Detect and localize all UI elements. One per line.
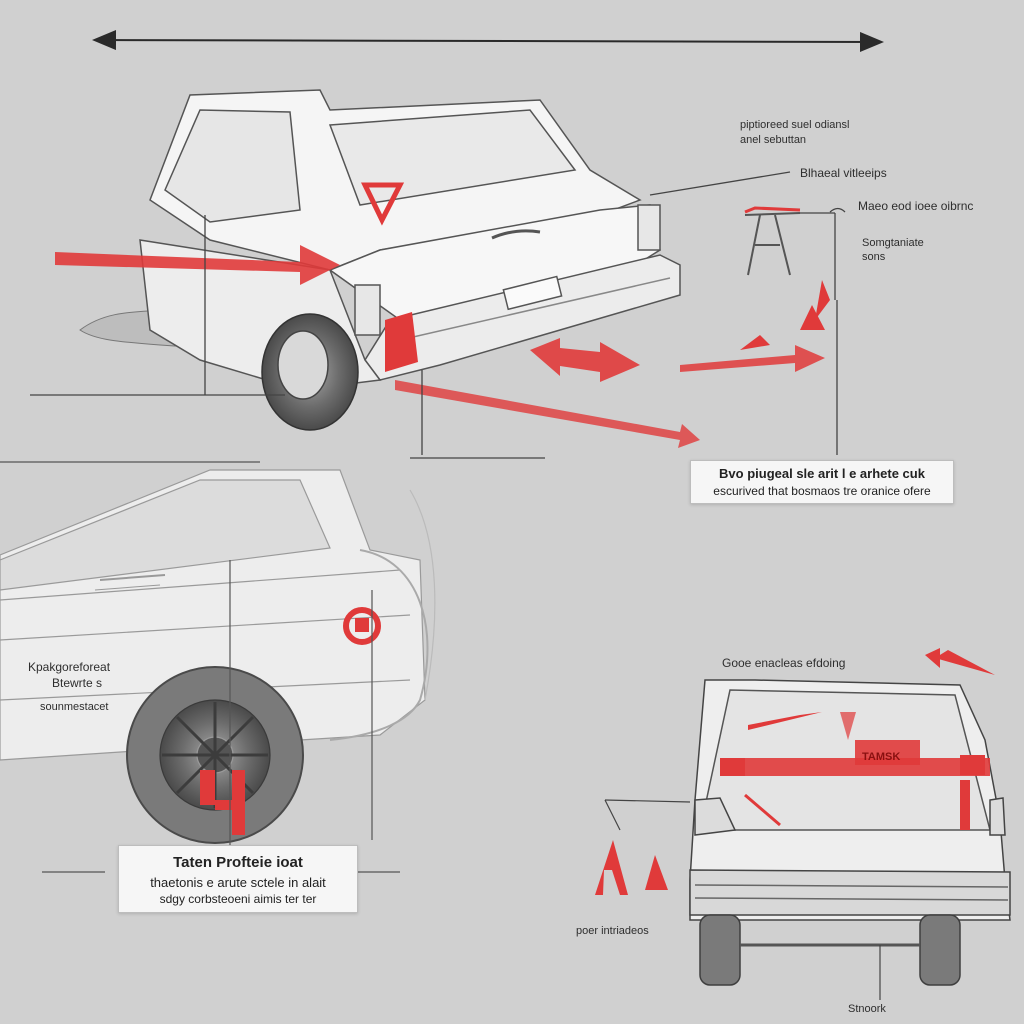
spec-label-2: sons [862,251,886,263]
brand-label: Blhaeal vitleeips [800,166,887,180]
top-leader-lines [30,171,846,459]
bottom-callout-line-2: sdgy corbsteoeni aimis ter ter [159,892,317,906]
top-dimension-line [92,30,884,52]
jack-stand [744,206,801,276]
nose-label: Maeo eod ioee oibrnc [858,199,974,213]
rear-label: Gooe enacleas efdoing [722,656,846,670]
rear-leader-lines [604,799,881,1000]
bottom-callout-title: Taten Profteie ioat [173,854,303,871]
left-label-3: sounmestacet [40,701,109,713]
window-sign: TAMSK [862,751,901,763]
left-label-1: Kpakgoreforeat [28,660,111,674]
bottom-right-label: Stnoork [848,1003,886,1015]
right-callout-line-2: escurived that bosmaos tre oranice ofere [713,484,931,498]
rear-red-accents [595,648,995,895]
top-red-accents [55,182,830,448]
bottom-callout: Taten Profteie ioat thaetonis e arute sc… [118,845,358,913]
side-wagon [0,469,436,844]
bottom-left-label: poer intriadeos [576,925,649,937]
top-right-label-1: piptioreed suel odiansl [740,119,850,131]
left-label-2: Btewrte s [52,676,103,690]
right-callout-line-1: Bvo piugeal sle arit l e arhete cuk [719,466,925,481]
right-callout: Bvo piugeal sle arit l e arhete cuk escu… [690,460,954,504]
top-sedan [79,89,681,431]
spec-label-1: Somgtaniate [862,237,924,249]
bottom-callout-line-1: thaetonis e arute sctele in alait [150,875,326,890]
top-right-label-2: anel sebuttan [740,134,807,146]
middle-leader-lines [0,461,400,873]
middle-red-accents [200,607,381,835]
